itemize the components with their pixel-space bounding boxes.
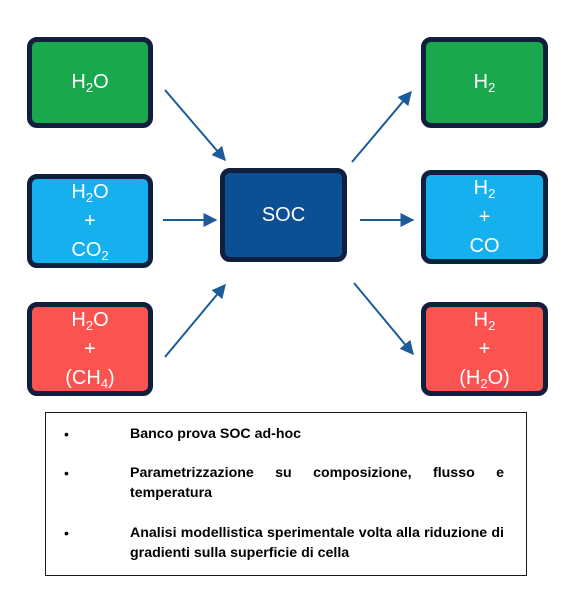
formula-subscript: 2 [488, 317, 496, 333]
output-hydrogen-box: H2 [421, 37, 548, 128]
formula-subscript: 2 [85, 317, 94, 333]
formula-line: (CH4) [65, 364, 114, 393]
formula-text: H [71, 308, 86, 331]
formula-line: + [479, 203, 491, 232]
bullet-marker: • [64, 426, 69, 442]
bullet-marker: • [64, 525, 69, 541]
arrow-methane-to-soc [164, 283, 226, 358]
formula-line: H2 [474, 174, 496, 203]
formula-subscript: 2 [480, 375, 488, 391]
formula-subscript: 2 [488, 185, 496, 201]
formula-text: H [71, 180, 86, 203]
output-syngas-box: H2+CO [421, 170, 548, 264]
formula-line: CO2 [71, 236, 108, 265]
formula-text: + [478, 205, 491, 228]
formula-text: + [84, 209, 96, 232]
formula-line: H2O [71, 68, 108, 97]
arrow-soc-to-hydrogen [351, 90, 412, 163]
arrow-soc-to-mixed [353, 282, 414, 356]
formula-text: (H [459, 366, 481, 389]
formula-suffix: ) [108, 366, 115, 389]
formula-text: CO [469, 234, 500, 257]
formula-suffix: O [93, 71, 109, 93]
input-methane-box: H2O+(CH4) [27, 302, 153, 396]
formula-text: H [473, 71, 489, 93]
formula-subscript: 2 [101, 247, 109, 263]
formula-line: H2O [71, 306, 108, 335]
formula-text: H [71, 71, 86, 93]
note-item: Parametrizzazione su composizione, fluss… [130, 465, 504, 501]
formula-text: CO [71, 238, 102, 261]
formula-line: H2 [474, 306, 496, 335]
formula-line: + [84, 335, 96, 364]
note-item: Analisi modellistica sperimentale volta … [130, 525, 504, 561]
formula-subscript: 2 [85, 189, 94, 205]
formula-line: (H2O) [459, 364, 510, 393]
formula-line: + [479, 335, 491, 364]
formula-line: + [84, 207, 96, 236]
formula-suffix: O) [487, 366, 510, 389]
output-mixed-box: H2+(H2O) [421, 302, 548, 396]
input-co2-box: H2O+CO2 [27, 174, 153, 268]
notes-panel: • Banco prova SOC ad-hoc • Parametrizzaz… [45, 412, 527, 576]
formula-subscript: 4 [100, 375, 109, 391]
formula-text: H [473, 308, 489, 331]
formula-line: H2O [71, 178, 108, 207]
formula-text: + [84, 337, 96, 360]
formula-subscript: 2 [488, 80, 496, 95]
formula-text: H [473, 176, 489, 199]
bullet-marker: • [64, 465, 69, 481]
formula-suffix: O [93, 180, 109, 203]
formula-suffix: O [93, 308, 109, 331]
arrow-steam-to-soc [164, 89, 226, 162]
soc-label: SOC [261, 203, 306, 226]
formula-text: + [478, 337, 491, 360]
formula-line: CO [470, 232, 500, 261]
formula-subscript: 2 [85, 80, 94, 95]
formula-text: (CH [65, 366, 101, 389]
note-item: Banco prova SOC ad-hoc [130, 426, 302, 442]
input-steam-box: H2O [27, 37, 153, 128]
formula-line: H2 [474, 68, 496, 97]
soc-box: SOC [220, 168, 347, 262]
